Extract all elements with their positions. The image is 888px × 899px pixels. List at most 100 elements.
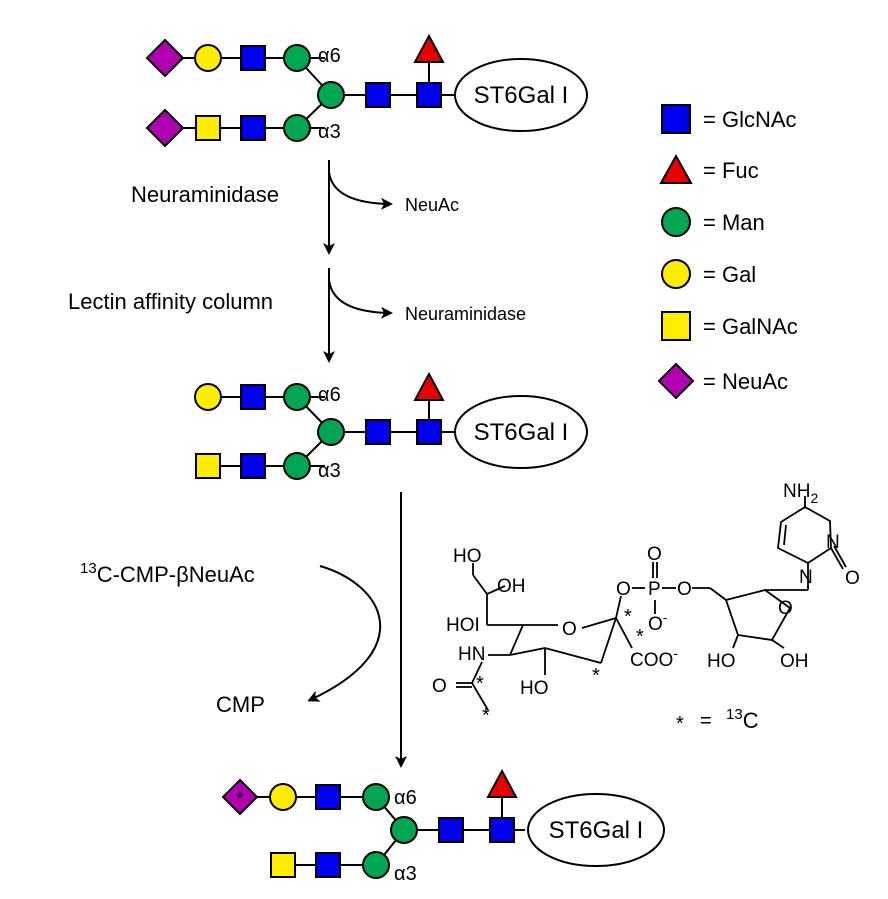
glcnac-icon bbox=[416, 419, 442, 445]
cmp-neuac-structure-labels: NH2 N N O O O P O- O O HO OH HO OH HOI O… bbox=[432, 481, 860, 735]
glcnac-icon bbox=[240, 115, 266, 141]
glcnac-icon bbox=[489, 817, 515, 843]
linkage-a3: α3 bbox=[394, 863, 417, 885]
atom-o-keto-label: O bbox=[845, 568, 860, 589]
atom-o-p2-label: O bbox=[677, 579, 692, 600]
atom-ho-top-label: HO bbox=[453, 546, 482, 567]
step3-reagent-label: 13C-CMP-βNeuAc bbox=[80, 560, 255, 587]
atom-o-p1-label: O bbox=[616, 579, 631, 600]
legend-man-icon bbox=[661, 207, 691, 237]
protein-ellipse bbox=[454, 58, 588, 132]
atom-o-ring-label: O bbox=[562, 619, 577, 640]
atom-nh-label: NH bbox=[783, 481, 810, 502]
man-icon bbox=[283, 44, 311, 72]
galnac-icon bbox=[195, 453, 221, 479]
legend-neuac-icon bbox=[657, 362, 695, 400]
linkage-a3: α3 bbox=[318, 460, 341, 482]
atom-n-glyco-label: N bbox=[799, 567, 813, 588]
protein-label: ST6Gal I bbox=[549, 817, 644, 844]
step2-product-label: Neuraminidase bbox=[405, 304, 526, 324]
atom-nh2-label: NH2 bbox=[783, 481, 818, 506]
atom-nh2-subscript: 2 bbox=[810, 490, 818, 506]
linkage-a3: α3 bbox=[318, 121, 341, 143]
atom-hol-label: HOI bbox=[446, 615, 480, 636]
isotope-key-superscript: 13 bbox=[726, 706, 743, 723]
man-icon bbox=[317, 81, 345, 109]
isotope-star: * bbox=[636, 626, 644, 648]
legend-galnac-label: = GalNAc bbox=[703, 314, 798, 339]
atom-n-ring-label: N bbox=[826, 532, 840, 553]
atom-hn-label: HN bbox=[458, 644, 485, 665]
legend-glcnac-icon bbox=[661, 104, 691, 134]
isotope-star: * bbox=[482, 705, 490, 727]
atom-ho-sugar-label: HO bbox=[707, 651, 736, 672]
glycan-initial: α6 α3 ST6Gal I bbox=[145, 33, 588, 148]
atom-oh-sugar-label: OH bbox=[780, 651, 809, 672]
man-icon bbox=[362, 783, 390, 811]
step1-enzyme-label: Neuraminidase bbox=[131, 182, 279, 207]
neuac-13c-star: * bbox=[236, 789, 243, 809]
atom-coo-label: COO- bbox=[630, 645, 678, 671]
glcnac-icon bbox=[240, 384, 266, 410]
glcnac-icon bbox=[240, 453, 266, 479]
glcnac-icon bbox=[315, 784, 341, 810]
man-icon bbox=[390, 816, 418, 844]
isotope-key-equals: = bbox=[700, 710, 712, 732]
legend-gal-label: = Gal bbox=[703, 262, 756, 287]
fuc-icon bbox=[413, 33, 445, 63]
glcnac-icon bbox=[438, 817, 464, 843]
glcnac-icon bbox=[315, 852, 341, 878]
atom-o-p-top-label: O bbox=[647, 544, 662, 565]
step3-byproduct-label: CMP bbox=[216, 692, 265, 717]
legend-fuc-label: = Fuc bbox=[703, 158, 759, 183]
atom-ho-ring-label: HO bbox=[520, 678, 549, 699]
man-icon bbox=[283, 114, 311, 142]
glycan-desialylated: α6 α3 ST6Gal I bbox=[194, 371, 588, 482]
glcnac-icon bbox=[240, 45, 266, 71]
legend-glcnac-label: = GlcNAc bbox=[703, 107, 797, 132]
step1-product-label: NeuAc bbox=[405, 195, 459, 215]
neuac-13c-icon bbox=[221, 778, 259, 816]
isotope-key-star: * bbox=[676, 713, 684, 735]
cmp-neuac-structure bbox=[456, 496, 847, 711]
legend-fuc-icon bbox=[659, 153, 693, 184]
step3-reagent-text: C-CMP-βNeuAc bbox=[97, 562, 255, 587]
isotope-star: * bbox=[592, 665, 600, 687]
fuc-icon bbox=[413, 371, 445, 401]
isotope-key-c: C bbox=[743, 708, 759, 733]
isotope-key-label: 13C bbox=[726, 706, 759, 733]
reaction-steps-1-2: Neuraminidase NeuAc Lectin affinity colu… bbox=[68, 160, 526, 363]
atom-o-amide-label: O bbox=[432, 676, 447, 697]
gal-icon bbox=[194, 44, 222, 72]
step3-reagent-superscript: 13 bbox=[80, 560, 97, 577]
linkage-a6: α6 bbox=[394, 787, 417, 809]
reaction-step-3: 13C-CMP-βNeuAc CMP bbox=[80, 492, 407, 768]
legend-man-label: = Man bbox=[703, 210, 765, 235]
atom-o-minus-label: O bbox=[648, 614, 663, 635]
isotope-star: * bbox=[624, 606, 632, 628]
man-icon bbox=[317, 418, 345, 446]
legend-neuac-label: = NeuAc bbox=[703, 369, 788, 394]
atom-p-label: P bbox=[648, 579, 661, 600]
gal-icon bbox=[194, 383, 222, 411]
legend-gal-icon bbox=[661, 259, 691, 289]
protein-label: ST6Gal I bbox=[474, 82, 569, 109]
atom-coo-text: COO bbox=[630, 650, 673, 671]
man-icon bbox=[362, 851, 390, 879]
step2-enzyme-label: Lectin affinity column bbox=[68, 289, 273, 314]
atom-o-p-bottom-label: O- bbox=[648, 609, 668, 635]
protein-ellipse bbox=[527, 793, 665, 867]
isotope-star: * bbox=[476, 673, 484, 695]
legend: = GlcNAc = Fuc = Man = Gal = GalNAc = Ne… bbox=[657, 104, 798, 400]
glycan-labeled-product: * α6 α3 ST6Gal I bbox=[221, 768, 665, 885]
fuc-icon bbox=[486, 768, 518, 798]
galnac-icon bbox=[270, 852, 296, 878]
glcnac-icon bbox=[365, 419, 391, 445]
linkage-a6: α6 bbox=[318, 45, 341, 67]
man-icon bbox=[283, 383, 311, 411]
glcnac-icon bbox=[416, 82, 442, 108]
atom-oh-top-label: OH bbox=[497, 576, 526, 597]
glcnac-icon bbox=[365, 82, 391, 108]
neuac-icon bbox=[145, 108, 185, 148]
